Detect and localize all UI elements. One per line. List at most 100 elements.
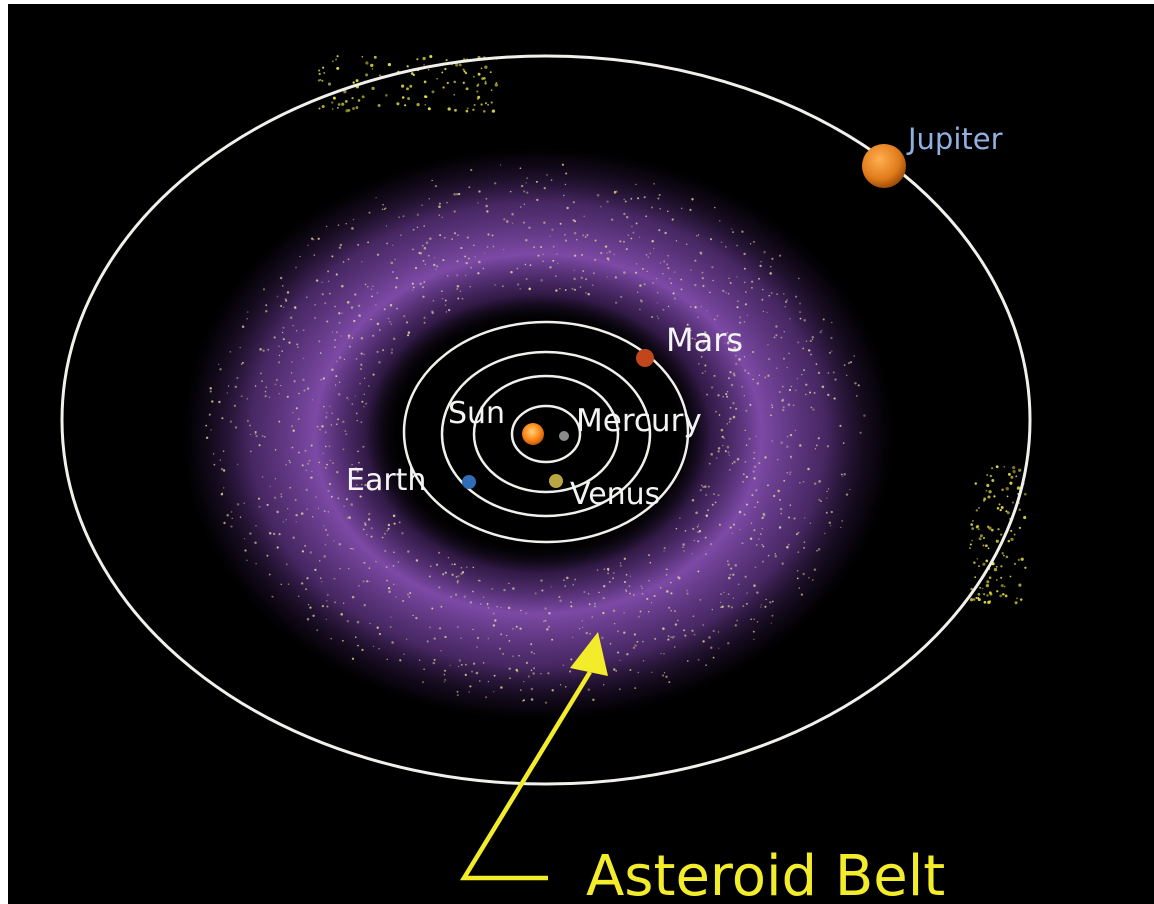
asteroid-dot [345, 433, 348, 436]
asteroid-dot [261, 435, 264, 437]
asteroid-dot [736, 306, 739, 309]
asteroid-dot [288, 341, 291, 344]
asteroid-dot [261, 380, 263, 382]
asteroid-dot [764, 456, 767, 459]
asteroid-dot [749, 243, 752, 245]
asteroid-dot [559, 222, 562, 225]
asteroid-dot [315, 279, 319, 282]
asteroid-dot [671, 218, 674, 221]
asteroid-dot [368, 567, 371, 569]
asteroid-dot [341, 312, 343, 314]
asteroid-dot [347, 399, 350, 401]
asteroid-dot [533, 667, 536, 670]
asteroid-dot [347, 334, 351, 337]
asteroid-dot [299, 255, 301, 258]
asteroid-dot [402, 600, 405, 602]
trojan-dot [462, 68, 465, 71]
asteroid-dot [745, 409, 748, 412]
asteroid-dot [234, 426, 238, 429]
asteroid-dot [343, 602, 345, 604]
asteroid-dot [767, 344, 769, 346]
asteroid-dot [612, 577, 614, 579]
asteroid-dot [613, 668, 616, 671]
asteroid-dot [667, 635, 670, 637]
trojan-dot [1019, 598, 1023, 601]
asteroid-dot [732, 372, 736, 375]
trojan-dot [975, 596, 978, 599]
asteroid-dot [685, 243, 688, 245]
asteroid-dot [340, 335, 342, 337]
asteroid-dot [789, 455, 792, 458]
asteroid-dot [663, 653, 665, 655]
asteroid-dot [796, 577, 799, 580]
asteroid-dot [496, 606, 498, 608]
asteroid-dot [421, 244, 424, 247]
asteroid-dot [421, 286, 425, 289]
asteroid-dot [407, 593, 409, 596]
asteroid-dot [699, 489, 702, 492]
trojan-dot [990, 528, 994, 532]
asteroid-dot [465, 566, 468, 569]
asteroid-dot [728, 577, 730, 580]
asteroid-dot [353, 319, 356, 323]
trojan-dot [396, 102, 400, 106]
asteroid-dot [840, 473, 843, 476]
asteroid-dot [811, 338, 814, 341]
asteroid-dot [846, 374, 848, 376]
asteroid-dot [760, 261, 762, 263]
asteroid-dot [407, 550, 410, 553]
asteroid-dot [209, 390, 212, 393]
asteroid-dot [636, 291, 639, 294]
asteroid-dot [423, 321, 426, 324]
asteroid-dot [438, 205, 441, 208]
asteroid-dot [623, 198, 625, 200]
asteroid-dot [778, 526, 782, 529]
asteroid-dot [386, 658, 388, 660]
asteroid-dot [486, 602, 489, 605]
asteroid-dot [582, 234, 585, 237]
asteroid-dot [376, 253, 380, 256]
sun-icon [522, 423, 544, 445]
asteroid-dot [663, 550, 665, 552]
asteroid-dot [552, 245, 555, 248]
asteroid-dot [796, 377, 799, 380]
trojan-dot [377, 103, 381, 108]
asteroid-dot [472, 566, 475, 569]
asteroid-dot [302, 378, 305, 382]
asteroid-dot [508, 667, 511, 670]
asteroid-dot [442, 573, 445, 576]
asteroid-dot [721, 435, 724, 438]
trojan-dot [973, 561, 976, 564]
asteroid-dot [691, 499, 695, 502]
asteroid-dot [532, 672, 535, 675]
asteroid-dot [211, 400, 214, 403]
asteroid-dot [765, 598, 767, 601]
asteroid-dot [803, 319, 806, 322]
asteroid-dot [732, 597, 735, 599]
asteroid-dot [324, 528, 328, 532]
asteroid-dot [438, 627, 442, 630]
asteroid-dot [820, 329, 823, 332]
asteroid-dot [782, 292, 785, 295]
trojan-dot [484, 65, 488, 69]
asteroid-dot [346, 619, 350, 623]
asteroid-dot [809, 391, 812, 394]
trojan-dot [987, 495, 991, 499]
asteroid-dot [623, 557, 627, 560]
asteroid-dot [822, 318, 825, 321]
asteroid-dot [674, 610, 676, 612]
asteroid-dot [444, 571, 447, 574]
asteroid-dot [319, 428, 322, 431]
asteroid-dot [530, 687, 534, 691]
trojan-dot [477, 72, 481, 76]
asteroid-dot [843, 364, 846, 366]
asteroid-dot [285, 299, 288, 302]
asteroid-dot [357, 243, 360, 246]
asteroid-dot [268, 532, 272, 535]
trojan-dot [976, 524, 980, 528]
asteroid-dot [361, 483, 363, 486]
trojan-dot [473, 103, 476, 107]
asteroid-dot [516, 267, 519, 270]
asteroid-dot [325, 411, 328, 414]
asteroid-dot [700, 252, 703, 255]
